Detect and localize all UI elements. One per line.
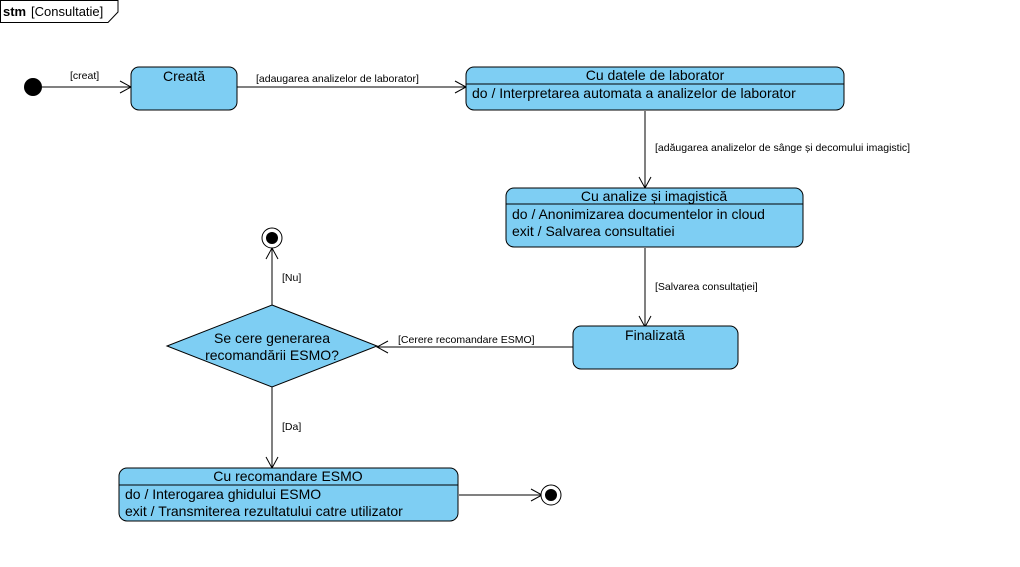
state-activity: exit / Salvarea consultatiei xyxy=(512,223,675,239)
frame-keyword: stm xyxy=(3,4,26,19)
label-creat: [creat] xyxy=(70,70,99,82)
state-cu-recomandare-esmo[interactable]: Cu recomandare ESMO do / Interogarea ghi… xyxy=(118,467,459,522)
state-activity: do / Interogarea ghidului ESMO xyxy=(125,486,321,502)
final-node-esmo[interactable] xyxy=(540,484,562,506)
transitions xyxy=(42,80,652,502)
state-title: Finalizată xyxy=(625,327,685,343)
state-title: Cu datele de laborator xyxy=(586,67,725,83)
state-activity: do / Interpretarea automata a analizelor… xyxy=(472,85,796,101)
state-title: Cu recomandare ESMO xyxy=(213,468,363,484)
state-cu-datele-de-laborator[interactable]: Cu datele de laborator do / Interpretare… xyxy=(465,66,845,111)
decision-line: Se cere generarea xyxy=(214,330,330,346)
state-activity: do / Anonimizarea documentelor in cloud xyxy=(512,206,765,222)
state-title: Creată xyxy=(163,68,205,84)
decision-esmo[interactable]: Se cere generarea recomandării ESMO? xyxy=(165,304,379,388)
state-title: Cu analize și imagistică xyxy=(581,188,727,204)
state-activity: exit / Transmiterea rezultatului catre u… xyxy=(125,503,403,519)
label-cerere-esmo: [Cerere recomandare ESMO] xyxy=(398,334,535,346)
arrowhead xyxy=(375,340,389,354)
label-nu: [Nu] xyxy=(282,272,301,284)
label-da: [Da] xyxy=(282,421,301,433)
label-salvare: [Salvarea consultației] xyxy=(655,281,758,293)
state-creata[interactable]: Creată xyxy=(130,66,238,111)
decision-line: recomandării ESMO? xyxy=(205,347,339,363)
state-finalizata[interactable]: Finalizată xyxy=(572,325,739,370)
label-adaugare-sange: [adăugarea analizelor de sânge și decomu… xyxy=(655,142,910,154)
frame-name: [Consultatie] xyxy=(31,4,103,19)
frame-header: stm [Consultatie] xyxy=(0,0,119,23)
final-node-nu[interactable] xyxy=(261,227,283,249)
state-cu-analize-si-imagistica[interactable]: Cu analize și imagistică do / Anonimizar… xyxy=(505,187,804,248)
initial-node[interactable] xyxy=(24,78,42,96)
label-adaugare-laborator: [adaugarea analizelor de laborator] xyxy=(256,73,419,85)
